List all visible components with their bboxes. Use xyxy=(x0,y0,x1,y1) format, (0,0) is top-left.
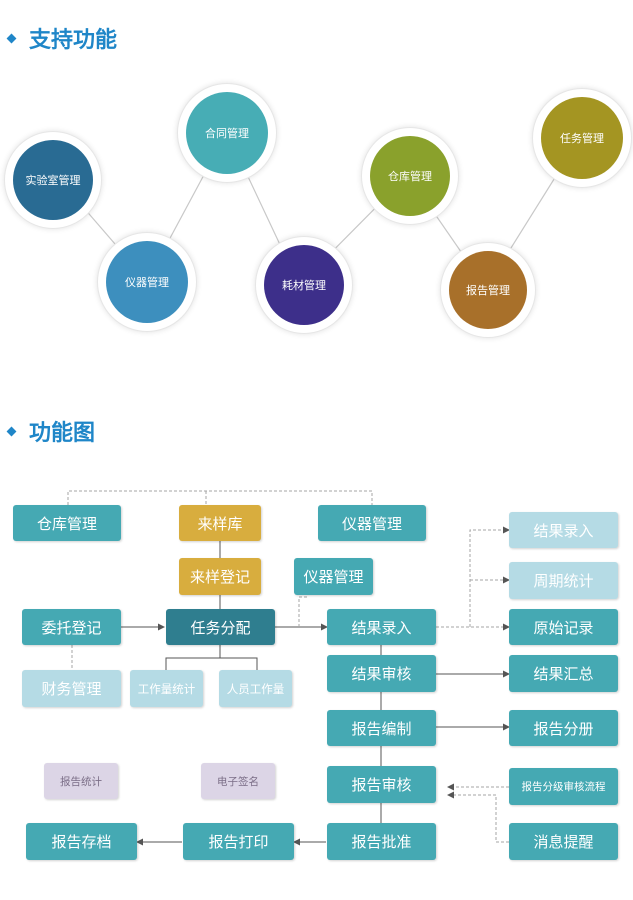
flow-report-print: 报告打印 xyxy=(183,823,294,860)
warehouse-management-label: 仓库管理 xyxy=(370,136,450,216)
flow-warehouse-management: 仓库管理 xyxy=(13,505,121,541)
feature-consumables-management: 耗材管理 xyxy=(255,236,353,334)
lab-management-label: 实验室管理 xyxy=(13,140,93,220)
feature-report-management: 报告管理 xyxy=(440,242,536,338)
flow-right-report-volumes: 报告分册 xyxy=(509,710,618,746)
flow-report-review: 报告审核 xyxy=(327,766,436,803)
flow-finance-management: 财务管理 xyxy=(22,670,121,707)
contract-management-label: 合同管理 xyxy=(186,92,268,174)
flow-electronic-signature: 电子签名 xyxy=(201,763,275,799)
diagram-title-text: 功能图 xyxy=(29,420,96,445)
flow-right-raw-records: 原始记录 xyxy=(509,609,618,645)
flow-instrument-management-top: 仪器管理 xyxy=(318,505,426,541)
flow-report-archive: 报告存档 xyxy=(26,823,137,860)
flow-staff-workload: 人员工作量 xyxy=(219,670,292,707)
feature-instrument-management: 仪器管理 xyxy=(97,232,197,332)
flow-task-assignment: 任务分配 xyxy=(166,609,275,645)
feature-lab-management: 实验室管理 xyxy=(4,131,102,229)
flow-report-approval: 报告批准 xyxy=(327,823,436,860)
flow-sample-library: 来样库 xyxy=(179,505,261,541)
flow-right-graded-review: 报告分级审核流程 xyxy=(509,768,618,805)
task-management-label: 任务管理 xyxy=(541,97,623,179)
feature-task-management: 任务管理 xyxy=(532,88,632,188)
flow-right-result-summary: 结果汇总 xyxy=(509,655,618,692)
flow-instrument-management-mid: 仪器管理 xyxy=(294,558,373,595)
flow-workload-statistics: 工作量统计 xyxy=(130,670,203,707)
flow-sample-registration: 来样登记 xyxy=(179,558,261,595)
section-title-diagram: 功能图 xyxy=(6,415,95,447)
flow-right-period-statistics: 周期统计 xyxy=(509,562,618,599)
consumables-management-label: 耗材管理 xyxy=(264,245,344,325)
section-title-features: 支持功能 xyxy=(6,22,117,54)
instrument-management-label: 仪器管理 xyxy=(106,241,188,323)
features-title-text: 支持功能 xyxy=(29,27,118,52)
flow-right-result-entry: 结果录入 xyxy=(509,512,618,548)
flow-result-entry: 结果录入 xyxy=(327,609,436,645)
flow-result-review: 结果审核 xyxy=(327,655,436,692)
flow-entrust-registration: 委托登记 xyxy=(22,609,121,645)
flow-report-statistics: 报告统计 xyxy=(44,763,118,799)
flow-right-message-reminder: 消息提醒 xyxy=(509,823,618,860)
report-management-label: 报告管理 xyxy=(449,251,527,329)
feature-contract-management: 合同管理 xyxy=(177,83,277,183)
feature-warehouse-management: 仓库管理 xyxy=(361,127,459,225)
flow-report-compilation: 报告编制 xyxy=(327,710,436,746)
